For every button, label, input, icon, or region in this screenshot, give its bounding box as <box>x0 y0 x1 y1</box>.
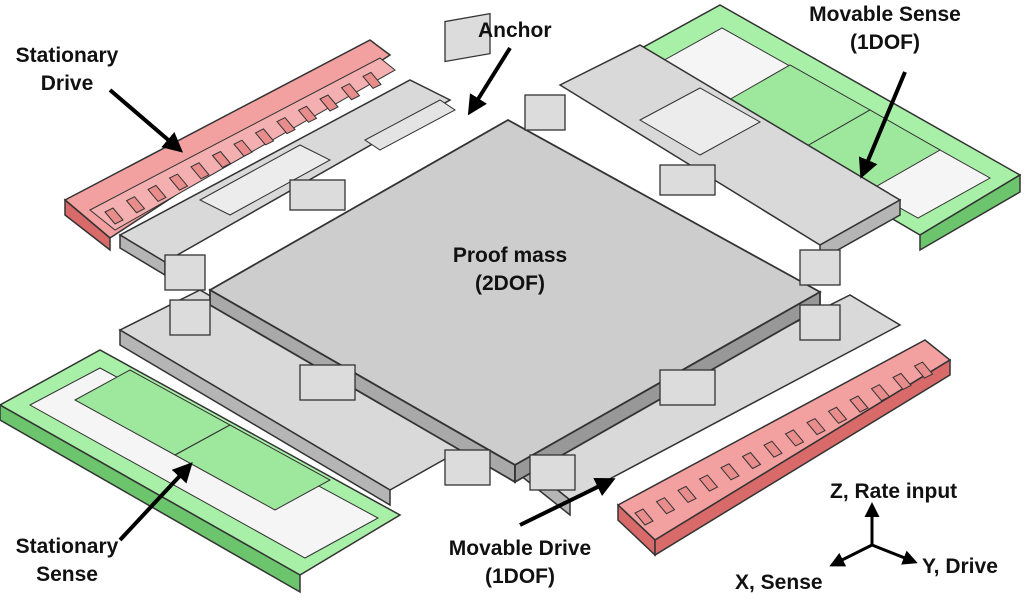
comb-finger <box>827 406 848 424</box>
comb-finger <box>297 105 318 123</box>
stationary-drive-comb-top-left <box>63 39 396 252</box>
comb-finger <box>849 395 869 413</box>
y-axis <box>871 543 918 565</box>
label-movable-sense: Movable Sense (1DOF) <box>809 3 961 54</box>
comb-finger <box>763 440 783 458</box>
label-movable-drive: Movable Drive (1DOF) <box>448 537 592 588</box>
x-axis <box>829 543 873 567</box>
arrow-stationary-sense <box>118 462 193 542</box>
comb-finger <box>233 139 253 157</box>
comb-finger <box>892 372 912 391</box>
comb-finger <box>720 463 740 481</box>
comb-finger <box>211 150 232 169</box>
comb-finger <box>870 384 891 402</box>
comb-finger <box>784 429 805 447</box>
arrow-stationary-drive <box>108 88 184 153</box>
label-proof-mass: Proof mass (2DOF) <box>452 244 568 295</box>
comb-finger <box>698 474 719 492</box>
label-x-axis: X, Sense <box>735 571 823 594</box>
stationary-drive-comb-bottom-right <box>616 339 952 557</box>
comb-finger <box>104 207 124 225</box>
label-stationary-drive: Stationary Drive <box>15 44 119 95</box>
anchors-and-springs <box>164 12 841 491</box>
comb-finger <box>125 196 146 214</box>
stationary-sense-frame-bottom-left <box>0 349 402 594</box>
arrow-movable-sense <box>858 71 907 179</box>
comb-finger <box>677 485 697 504</box>
label-stationary-sense: Stationary Sense <box>15 535 119 586</box>
comb-finger <box>319 94 339 112</box>
sense-frame-top-right <box>558 44 902 262</box>
label-arrows <box>108 46 907 542</box>
comb-finger <box>276 116 296 135</box>
coordinate-axes <box>829 502 918 567</box>
arrow-movable-drive <box>519 478 616 527</box>
comb-finger <box>254 128 275 146</box>
comb-finger <box>806 417 826 436</box>
comb-finger <box>655 497 676 515</box>
comb-finger <box>190 162 210 180</box>
movable-sense-frame-top-right <box>618 4 1022 252</box>
comb-finger <box>147 184 167 203</box>
comb-finger <box>741 451 762 470</box>
comb-finger <box>340 83 361 101</box>
label-z-axis: Z, Rate input <box>830 480 958 503</box>
arrow-anchor <box>467 46 512 116</box>
sense-frame-bottom-left <box>118 289 472 507</box>
comb-finger <box>168 173 189 191</box>
comb-finger <box>362 71 382 90</box>
label-y-axis: Y, Drive <box>922 555 998 578</box>
comb-finger <box>634 508 654 526</box>
drive-frame-top-left <box>118 79 456 277</box>
label-anchor: Anchor <box>478 19 552 42</box>
comb-finger <box>913 361 934 379</box>
